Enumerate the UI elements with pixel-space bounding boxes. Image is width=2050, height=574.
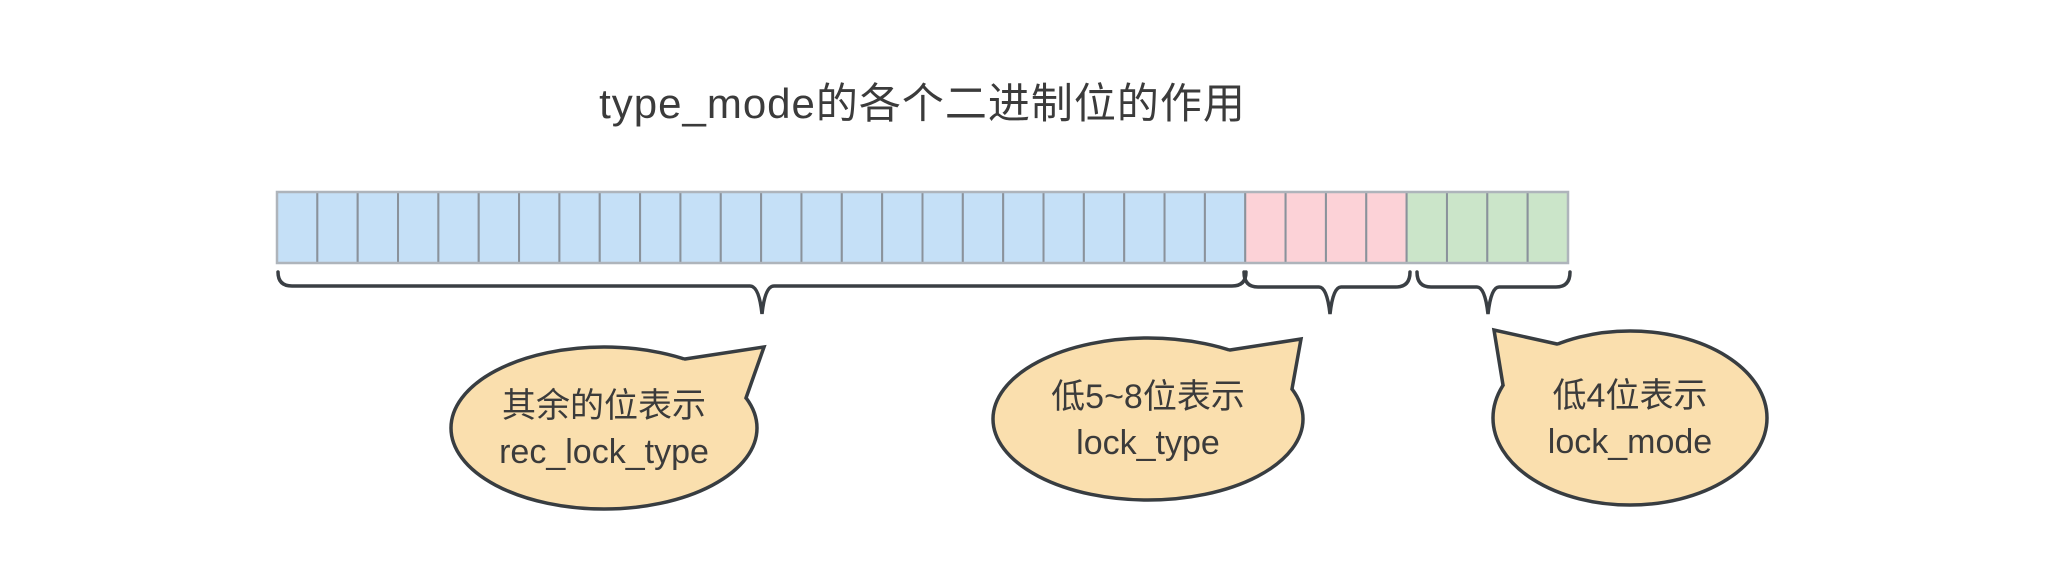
bit-cell-rec_lock_type (881, 191, 924, 264)
callout-lock-type: 低5~8位表示 lock_type (991, 336, 1305, 502)
bit-cell-lock_mode (1486, 191, 1529, 264)
bit-cell-rec_lock_type (437, 191, 480, 264)
bit-cell-rec_lock_type (719, 191, 763, 264)
callout-bubble (1491, 329, 1769, 507)
callout-text-line1: 低5~8位表示 (1051, 378, 1245, 416)
bit-cell-rec_lock_type (598, 191, 642, 264)
bit-cell-lock_mode (1445, 191, 1489, 264)
brace-rec-lock-type (276, 270, 1248, 315)
bit-cell-lock_type (1324, 191, 1368, 264)
bit-cell-rec_lock_type (397, 191, 440, 264)
bit-cell-rec_lock_type (1002, 191, 1045, 264)
callout-text-line2: lock_type (1076, 424, 1220, 462)
bit-cell-lock_type (1244, 191, 1287, 264)
bit-cell-rec_lock_type (800, 191, 843, 264)
bit-cell-rec_lock_type (921, 191, 964, 264)
bit-cell-rec_lock_type (679, 191, 722, 264)
callout-text-line2: lock_mode (1548, 423, 1712, 461)
bit-cell-rec_lock_type (1203, 191, 1247, 264)
brace-lock-mode (1415, 270, 1572, 315)
callout-lock-mode: 低4位表示 lock_mode (1491, 327, 1769, 507)
bit-cell-rec_lock_type (760, 191, 803, 264)
callout-tail-edge (1228, 336, 1304, 391)
callout-rec-lock-type: 其余的位表示 rec_lock_type (449, 344, 767, 511)
bit-cell-rec_lock_type (477, 191, 521, 264)
bit-cell-lock_type (1365, 191, 1408, 264)
bit-cell-rec_lock_type (276, 191, 319, 264)
callout-bubble (449, 345, 759, 511)
callout-tail (676, 347, 764, 400)
callout-text-line2: rec_lock_type (499, 433, 709, 471)
bit-row-outline (275, 190, 1570, 265)
bit-cell-rec_lock_type (1042, 191, 1085, 264)
bit-cell-rec_lock_type (316, 191, 359, 264)
callout-tail (1494, 330, 1565, 388)
bit-cell-lock_mode (1405, 191, 1448, 264)
bit-cell-rec_lock_type (1163, 191, 1206, 264)
bit-cell-rec_lock_type (356, 191, 400, 264)
callout-text-line1: 低4位表示 (1553, 377, 1708, 415)
bit-cell-lock_type (1284, 191, 1327, 264)
callout-tail-edge (683, 344, 767, 400)
brace-lock-type (1242, 270, 1412, 315)
bit-row (276, 191, 1570, 264)
bit-cell-rec_lock_type (518, 191, 561, 264)
callout-text-line1: 其余的位表示 (502, 387, 706, 425)
bit-cell-rec_lock_type (1082, 191, 1126, 264)
bit-cell-rec_lock_type (840, 191, 884, 264)
diagram-title: type_mode的各个二进制位的作用 (599, 80, 1246, 127)
callout-bubble (991, 336, 1305, 502)
bit-cell-rec_lock_type (961, 191, 1005, 264)
bit-cell-lock_mode (1526, 191, 1570, 264)
callout-tail-edge (1491, 327, 1559, 387)
callout-tail (1222, 339, 1301, 392)
bit-cell-rec_lock_type (558, 191, 601, 264)
bit-cell-rec_lock_type (639, 191, 682, 264)
bit-cell-rec_lock_type (1123, 191, 1166, 264)
